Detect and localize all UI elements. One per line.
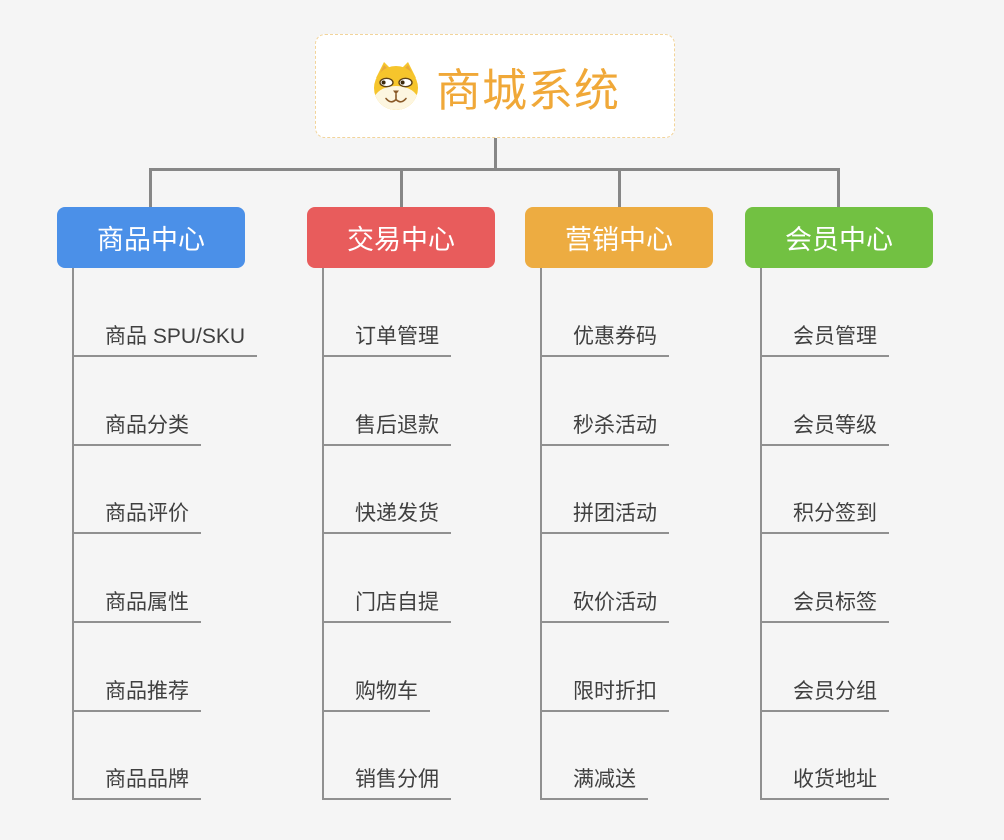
- leaf-node[interactable]: 拼团活动: [540, 501, 669, 534]
- branch-marketing-center: 营销中心 优惠券码 秒杀活动 拼团活动 砍价活动 限时折扣 满减送: [525, 207, 765, 807]
- leaf-node[interactable]: 秒杀活动: [540, 413, 669, 446]
- leaf-node[interactable]: 商品品牌: [72, 767, 201, 800]
- connector-line: [149, 171, 152, 207]
- branch-line: [72, 268, 74, 800]
- leaf-node[interactable]: 会员等级: [760, 413, 889, 446]
- connector-line: [837, 171, 840, 207]
- leaf-node[interactable]: 优惠券码: [540, 324, 669, 357]
- branch-product-center: 商品中心 商品 SPU/SKU 商品分类 商品评价 商品属性 商品推荐 商品品牌: [57, 207, 297, 807]
- connector-line: [149, 168, 840, 171]
- leaf-node[interactable]: 商品评价: [72, 501, 201, 534]
- branch-line: [760, 268, 762, 800]
- dog-icon: [373, 62, 418, 110]
- root-node[interactable]: 商城系统: [315, 34, 675, 138]
- branch-node-trade-center[interactable]: 交易中心: [307, 207, 495, 268]
- root-title: 商城系统: [435, 64, 620, 116]
- leaf-node[interactable]: 销售分佣: [322, 767, 451, 800]
- connector-line: [494, 138, 497, 169]
- leaf-node[interactable]: 会员标签: [760, 590, 889, 623]
- branch-line: [540, 268, 542, 800]
- branch-node-marketing-center[interactable]: 营销中心: [525, 207, 713, 268]
- branch-member-center: 会员中心 会员管理 会员等级 积分签到 会员标签 会员分组 收货地址: [745, 207, 985, 807]
- leaf-node[interactable]: 积分签到: [760, 501, 889, 534]
- branch-line: [322, 268, 324, 800]
- leaf-node[interactable]: 售后退款: [322, 413, 451, 446]
- leaf-node[interactable]: 门店自提: [322, 590, 451, 623]
- branch-node-product-center[interactable]: 商品中心: [57, 207, 245, 268]
- branch-trade-center: 交易中心 订单管理 售后退款 快递发货 门店自提 购物车 销售分佣: [307, 207, 547, 807]
- leaf-node[interactable]: 满减送: [540, 767, 648, 800]
- leaf-node[interactable]: 快递发货: [322, 501, 451, 534]
- connector-line: [618, 171, 621, 207]
- branch-node-member-center[interactable]: 会员中心: [745, 207, 933, 268]
- leaf-node[interactable]: 会员分组: [760, 679, 889, 712]
- connector-line: [400, 171, 403, 207]
- leaf-node[interactable]: 商品推荐: [72, 679, 201, 712]
- leaf-node[interactable]: 会员管理: [760, 324, 889, 357]
- leaf-node[interactable]: 购物车: [322, 679, 430, 712]
- leaf-node[interactable]: 收货地址: [760, 767, 889, 800]
- leaf-node[interactable]: 商品属性: [72, 590, 201, 623]
- leaf-node[interactable]: 限时折扣: [540, 679, 669, 712]
- leaf-node[interactable]: 商品分类: [72, 413, 201, 446]
- leaf-node[interactable]: 商品 SPU/SKU: [72, 324, 258, 357]
- leaf-node[interactable]: 砍价活动: [540, 590, 669, 623]
- leaf-node[interactable]: 订单管理: [322, 324, 451, 357]
